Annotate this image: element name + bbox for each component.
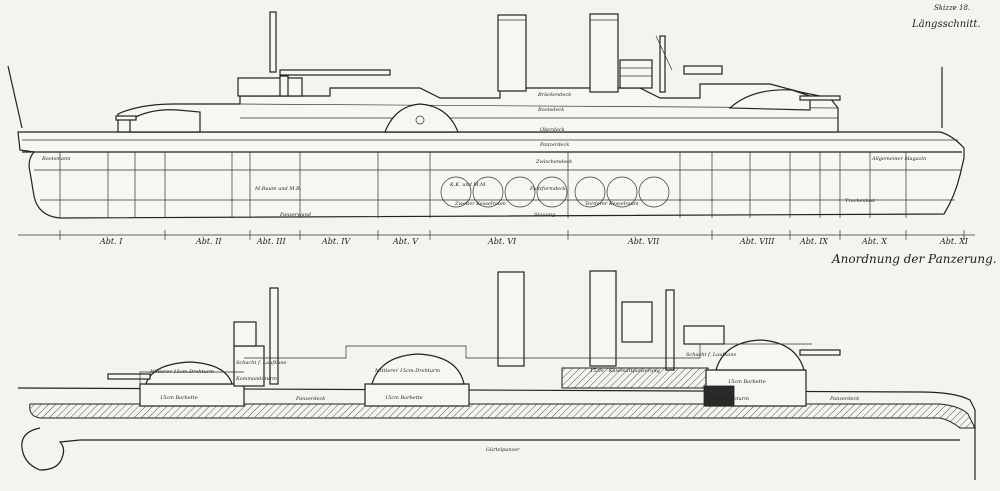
label-aft-barbette: 15cm Barbette [160, 395, 198, 401]
fore-gun-barrel [799, 95, 841, 101]
fore-bridge-house [683, 325, 725, 345]
aft-gun-barrel [115, 115, 137, 121]
fore-turret-upper [728, 89, 811, 111]
label-zwischendeck: Zwischendeck [535, 159, 572, 165]
section-label: Abt. VIII [739, 237, 775, 246]
section-label: Abt. IX [799, 237, 828, 246]
label-bootsmann: Bootsmann [41, 156, 70, 162]
armor-main-mast [269, 287, 279, 385]
fore-mast [659, 35, 666, 93]
section-label: Abt. III [256, 237, 287, 246]
sheet-title: Längsschnitt. [911, 19, 981, 30]
fore-turret [715, 339, 805, 371]
fore-chart-house [621, 301, 653, 343]
aft-bridge-house [233, 321, 257, 347]
label-brueckendeck: Brückendeck [537, 92, 571, 98]
fore-command-tower [703, 385, 735, 407]
section-label: Abt. X [861, 237, 887, 246]
armor-deck-band [29, 403, 976, 429]
fore-bridge-top [683, 65, 723, 75]
label-allg-magazin: Allgemeiner Magazin [871, 156, 926, 162]
aft-funnel [497, 14, 527, 92]
armor-title: Anordnung der Panzerung. [831, 252, 997, 266]
label-kesselraum-1: Zweiter Kesselraum [454, 201, 506, 207]
label-mid-turret: Mittlerer 15cm-Drehturm [374, 368, 440, 374]
label-kesselraum-2: Vorderer Kesselraum [585, 201, 639, 207]
armor-hull-outline [17, 387, 976, 480]
section-label: Abt. I [99, 237, 123, 246]
label-panzerwand: Panzerwand [279, 212, 311, 218]
fore-mast-derrick [655, 35, 673, 71]
armor-aft-funnel [497, 271, 525, 367]
aft-ventilator [279, 75, 289, 97]
label-mid-barbette: 15cm Barbette [385, 395, 423, 401]
label-bootsdeck: Bootsdeck [537, 107, 564, 113]
label-aft-turret: Hinterer 15cm-Drehturm [149, 369, 214, 375]
mid-turret-upper [384, 103, 459, 133]
label-kk: K.K. und M.M. [449, 182, 487, 188]
label-casemate: 15cm - Kasemattpanzerung [590, 368, 660, 374]
label-fore-barbette: 15cm Barbette [728, 379, 766, 385]
hull-outline [17, 131, 965, 219]
armor-fore-funnel [589, 270, 617, 367]
label-plattformdeck: Plattformdeck [529, 186, 566, 192]
main-mast [269, 11, 277, 73]
label-schacht-aft: Schacht f. Laufkane [236, 360, 287, 366]
armor-superstructure-line [139, 343, 812, 384]
label-panzerdeck-aft: Panzerdeck [295, 396, 325, 402]
section-label: Abt. II [195, 237, 222, 246]
label-trockenlast: Trockenlast [845, 198, 876, 204]
section-label: Abt. IV [321, 237, 351, 246]
label-panzerdeck-fwd: Panzerdeck [829, 396, 859, 402]
boiler-group [440, 176, 670, 208]
aft-bridge [237, 77, 303, 97]
section-labels: Abt. I Abt. II Abt. III Abt. IV Abt. V A… [99, 237, 969, 246]
armor-arrangement: Hinterer 15cm-Drehturm Mittlerer 15cm-Dr… [17, 270, 976, 480]
label-guertelpanzer: Gürtelpanzer [486, 447, 520, 453]
section-ticks [59, 230, 965, 240]
boat-boom [279, 69, 391, 76]
label-kommandoturm-aft: Kommandoturm [235, 376, 277, 382]
section-label: Abt. VI [487, 237, 517, 246]
section-label: Abt. XI [939, 237, 969, 246]
label-maschinenraum: M.Raum und M.R. [254, 186, 302, 192]
sheet-number: Skizze 18. [934, 4, 970, 12]
mid-turret [371, 353, 465, 385]
label-panzerdeck: Panzerdeck [539, 142, 569, 148]
aft-turret-gun [107, 373, 151, 380]
label-oberdeck: Oberdeck [540, 127, 565, 133]
longitudinal-section: Bootsdeck Brückendeck Oberdeck Panzerdec… [7, 11, 975, 246]
label-schacht-fwd: Schacht f. Laufkane [686, 352, 737, 358]
stern-flagstaff [7, 65, 23, 129]
fore-turret-gun [799, 349, 841, 356]
section-label: Abt. V [392, 237, 419, 246]
fore-bridge-house [619, 59, 653, 89]
bulkheads [59, 152, 907, 218]
label-kommandoturm-fwd: Kommandoturm [707, 396, 749, 402]
label-stauung: Stauung [534, 212, 555, 218]
section-label: Abt. VII [627, 237, 660, 246]
fore-funnel [589, 13, 619, 93]
mid-turret-port [415, 115, 425, 125]
aft-turret [145, 361, 233, 385]
aft-command-tower [233, 345, 265, 387]
